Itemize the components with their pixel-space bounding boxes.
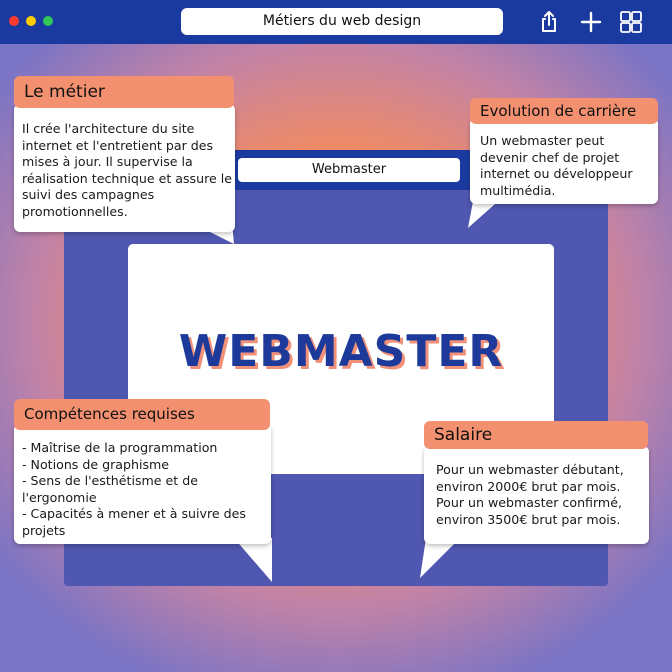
maximize-window-dot[interactable] (43, 16, 53, 26)
speech-tail (420, 538, 460, 578)
plus-icon[interactable] (579, 10, 603, 34)
list-item: - Maîtrise de la programmation (22, 440, 218, 455)
page-headline: WEBMASTER (178, 326, 504, 377)
speech-tail (468, 196, 504, 228)
inner-address-bar[interactable]: Webmaster (238, 158, 460, 182)
card-title: Salaire (424, 421, 648, 449)
list-item: - Sens de l'esthétisme et de l'ergonomie (22, 473, 198, 505)
skills-list: - Maîtrise de la programmation - Notions… (22, 440, 262, 539)
card-text: Pour un webmaster débutant, environ 2000… (436, 462, 624, 527)
card-title: Le métier (14, 76, 234, 108)
speech-tail (234, 538, 272, 582)
share-icon[interactable] (537, 10, 561, 34)
card-text: Il crée l'architecture du site internet … (22, 121, 232, 219)
close-window-dot[interactable] (9, 16, 19, 26)
card-title: Compétences requises (14, 399, 270, 430)
list-item: - Capacités à mener et à suivre des proj… (22, 506, 246, 538)
card-title: Evolution de carrière (470, 98, 658, 124)
tabs-grid-icon[interactable] (619, 10, 643, 34)
list-item: - Notions de graphisme (22, 456, 170, 472)
card-text: Un webmaster peut devenir chef de projet… (480, 133, 633, 198)
minimize-window-dot[interactable] (26, 16, 36, 26)
address-bar[interactable]: Métiers du web design (181, 8, 503, 35)
